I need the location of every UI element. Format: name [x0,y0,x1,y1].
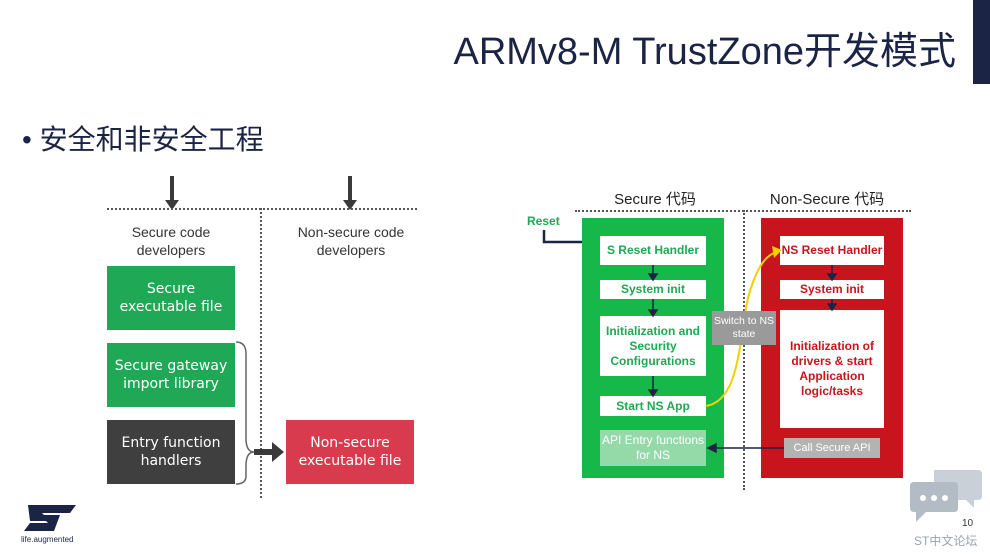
init-drivers-box: Initialization of drivers & start Applic… [780,310,884,428]
st-logo [24,505,76,531]
nonsecure-executable-box: Non-secure executable file [286,420,414,484]
nonsecure-dev-heading: Non-secure code developers [297,224,405,258]
left-header-divider [107,208,417,210]
right-column-divider [743,210,745,490]
secure-dev-arrow [170,176,174,200]
page-number: 10 [962,518,974,529]
api-entry-functions-box: API Entry functions for NS [600,430,706,466]
start-ns-app-box: Start NS App [600,396,706,416]
switch-to-ns-label: Switch to NS state [712,311,776,345]
nonsecure-system-init-box: System init [780,280,884,299]
nonsecure-dev-arrow [348,176,352,200]
title-accent-bar [973,0,990,84]
secure-executable-box: Secure executable file [107,266,235,330]
entry-function-handlers-box: Entry function handlers [107,420,235,484]
secure-code-title: Secure 代码 [614,191,696,208]
reset-label: Reset [527,214,560,228]
merge-arrow-shaft [254,449,274,455]
nonsecure-dev-arrowhead [343,200,357,210]
secure-dev-arrowhead [165,200,179,210]
forum-label: ST中文论坛 [914,534,978,548]
secure-system-init-box: System init [600,280,706,299]
call-secure-api-box: Call Secure API [784,438,880,458]
nonsecure-code-title: Non-Secure 代码 [769,191,885,208]
forum-chat-icon [910,470,982,522]
slide-title: ARMv8-M TrustZone开发模式 [453,31,956,73]
secure-gateway-library-box: Secure gateway import library [107,343,235,407]
bullet-text: • 安全和非安全工程 [22,124,264,155]
st-tagline: life.augmented [21,535,74,544]
secure-dev-heading: Secure code developers [131,224,211,258]
switch-ns-arrow [705,251,777,407]
left-column-divider [260,208,262,498]
init-security-config-box: Initialization and Security Configuratio… [600,316,706,376]
s-reset-handler-box: S Reset Handler [600,236,706,265]
bullet-label: 安全和非安全工程 [39,124,264,155]
ns-reset-handler-box: NS Reset Handler [780,236,884,265]
group-brace-arrow [235,341,284,485]
merge-arrow-head [272,442,284,462]
